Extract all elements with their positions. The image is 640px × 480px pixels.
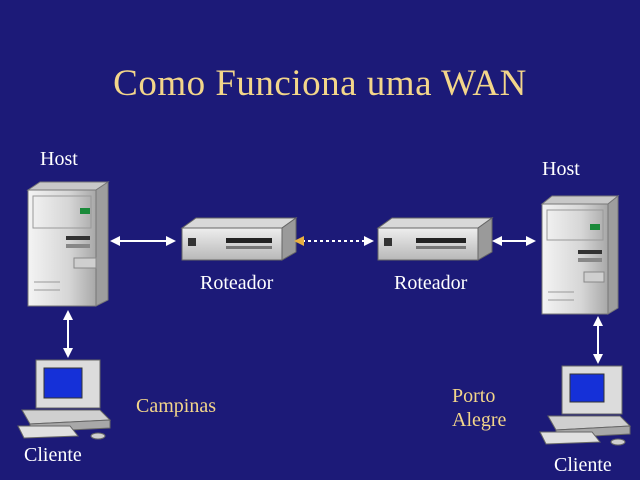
- client-left-label: Cliente: [24, 444, 82, 466]
- host-right-label: Host: [542, 158, 580, 180]
- link-host-right-client-right: [593, 316, 603, 364]
- slide-title: Como Funciona uma WAN: [113, 63, 527, 104]
- link-router-router-dotted: [294, 236, 374, 246]
- link-host-left-client-left: [63, 310, 73, 358]
- host-left-server-icon: [26, 181, 110, 307]
- router-right-label: Roteador: [394, 272, 468, 294]
- client-right-label: Cliente: [554, 454, 612, 476]
- router-right-icon: [376, 217, 494, 261]
- router-left-icon: [180, 217, 298, 261]
- city-porto-alegre-line1: Porto: [452, 385, 496, 407]
- city-porto-alegre-line2: Alegre: [452, 409, 507, 431]
- link-router-right-host-right: [492, 236, 536, 246]
- city-campinas-label: Campinas: [136, 395, 216, 417]
- client-left-computer-icon: [17, 359, 112, 440]
- router-left-label: Roteador: [200, 272, 274, 294]
- host-right-server-icon: [540, 194, 620, 315]
- link-host-left-router-left: [110, 236, 176, 246]
- client-right-computer-icon: [539, 365, 632, 446]
- host-left-label: Host: [40, 148, 78, 170]
- city-porto-alegre-label: Porto Alegre: [452, 384, 506, 432]
